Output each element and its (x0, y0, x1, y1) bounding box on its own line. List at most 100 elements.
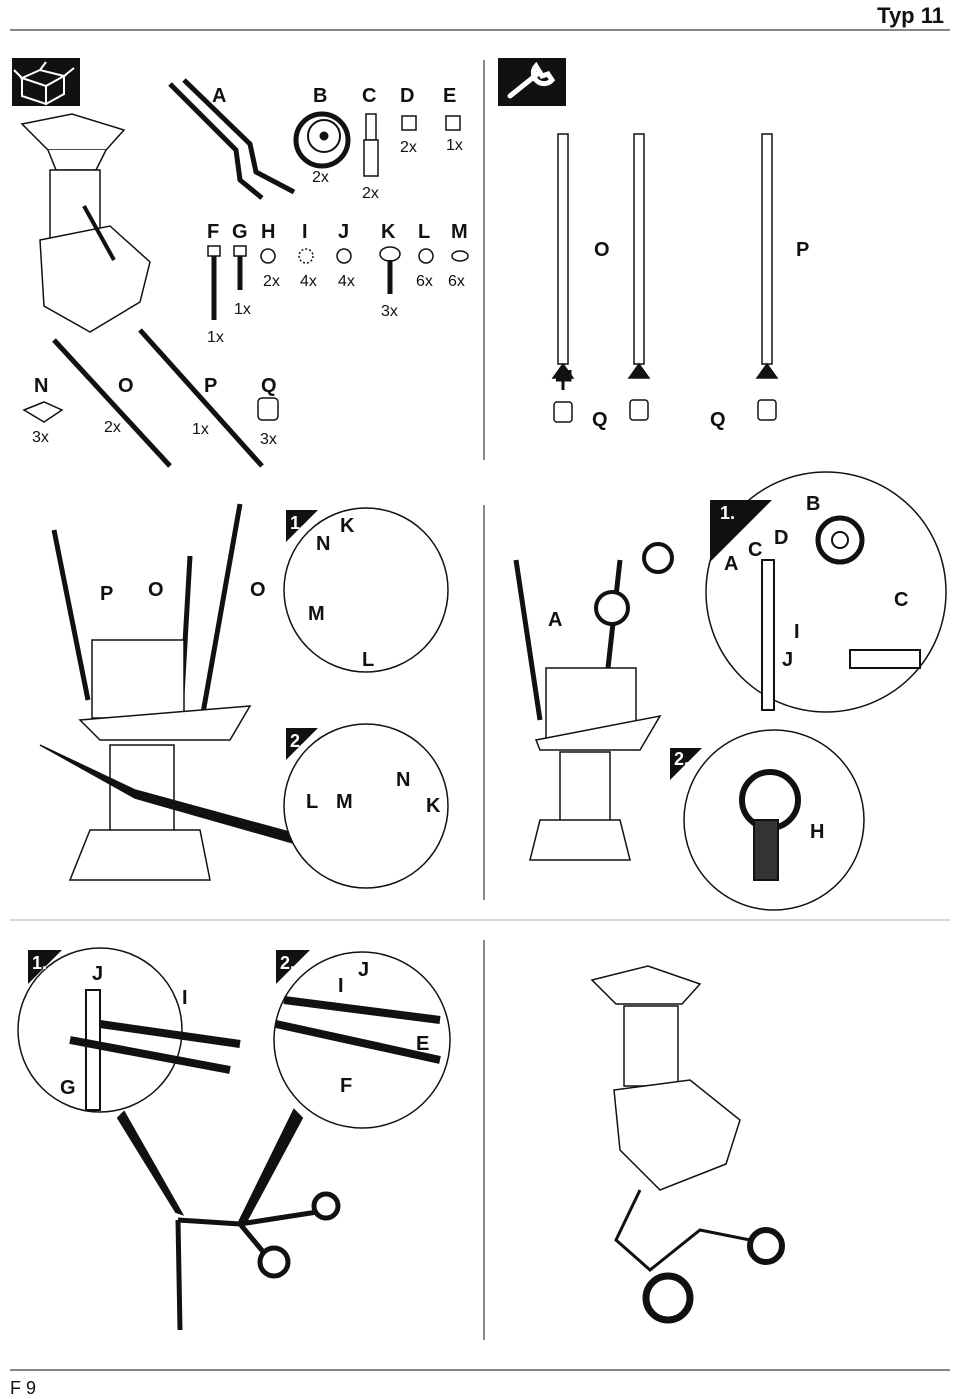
wheel-label-d: D (774, 527, 789, 549)
part-label-l: L (418, 221, 431, 243)
stand-assembly-illustration (39, 503, 301, 881)
tube-o-illustration (52, 338, 172, 468)
tube-label-o: O (594, 239, 610, 261)
count-o: 2x (104, 419, 121, 436)
shredder-body-illustration (20, 113, 151, 333)
count-h: 2x (263, 273, 280, 290)
detail-label-n: N (316, 533, 331, 555)
wheel-label-c: C (748, 539, 763, 561)
axle-c-illustration (363, 113, 379, 177)
nut-j-illustration (336, 248, 352, 264)
part-label-e: E (443, 85, 457, 107)
detail-label-l: L (362, 649, 375, 671)
part-label-k: K (381, 221, 396, 243)
wheel-label-c-right: C (894, 589, 909, 611)
count-l: 6x (416, 273, 433, 290)
step-number-1-bottom: 1. (32, 953, 48, 973)
count-p: 1x (192, 421, 209, 438)
wheel-label-a-detail: A (724, 553, 739, 575)
part-label-c: C (362, 85, 377, 107)
stand-label-o-1: O (148, 579, 164, 601)
detail-label-k: K (340, 515, 355, 537)
frame2-label-i: I (338, 975, 344, 997)
wheel-label-a: A (548, 609, 563, 631)
stand-label-o-2: O (250, 579, 266, 601)
detail2-label-n: N (396, 769, 411, 791)
bolt-g-illustration (233, 245, 247, 257)
wheel-b-illustration (293, 111, 351, 169)
stand-label-p: P (100, 583, 114, 605)
step-number-2-bottom: 2. (280, 953, 296, 973)
detail2-label-m: M (336, 791, 353, 813)
washer-h-illustration (260, 248, 276, 264)
count-c: 2x (362, 185, 379, 202)
bolt-f-illustration (207, 245, 221, 257)
detail-label-m: M (308, 603, 325, 625)
part-label-n: N (34, 375, 49, 397)
spacer-d-illustration (401, 115, 417, 131)
part-label-q: Q (261, 375, 277, 397)
wheel-label-h: H (810, 821, 825, 843)
detail-circle-mid-1 (283, 507, 449, 673)
part-label-f: F (207, 221, 220, 243)
part-label-i: I (302, 221, 308, 243)
nut-l-illustration (418, 248, 434, 264)
wheel-label-b: B (806, 493, 821, 515)
count-g: 1x (234, 301, 251, 318)
count-e: 1x (446, 137, 463, 154)
page-title: Typ 11 (877, 3, 944, 28)
count-j: 4x (338, 273, 355, 290)
frame-label-i: I (182, 987, 188, 1009)
count-q: 3x (260, 431, 277, 448)
step-badge-shape (286, 510, 318, 542)
page-number: F 9 (10, 1378, 37, 1398)
detail2-label-k: K (426, 795, 441, 817)
wrench-icon (498, 58, 566, 106)
cap-q-illustration (257, 397, 279, 421)
step-number-1: 1. (290, 513, 306, 533)
tube-p-illustration (138, 328, 264, 468)
washer-m-illustration (451, 250, 469, 262)
tube-label-p: P (796, 239, 810, 261)
frame-label-g: G (60, 1077, 76, 1099)
count-n: 3x (32, 429, 49, 446)
plate-n-illustration (22, 401, 64, 423)
step-number-2: 2. (290, 731, 306, 751)
part-label-a: A (212, 85, 227, 107)
frame2-label-e: E (416, 1033, 430, 1055)
tubes-assembly-illustration (551, 133, 779, 423)
count-k: 3x (381, 303, 398, 320)
handle-frame-illustration (69, 989, 441, 1331)
part-label-d: D (400, 85, 415, 107)
count-d: 2x (400, 139, 417, 156)
part-label-b: B (313, 85, 328, 107)
part-label-h: H (261, 221, 276, 243)
part-label-p: P (204, 375, 218, 397)
count-b: 2x (312, 169, 329, 186)
cap-label-q-1: Q (592, 409, 608, 431)
part-label-o: O (118, 375, 134, 397)
cap-label-q-2: Q (710, 409, 726, 431)
detail-circle-mid-2 (283, 723, 449, 889)
part-label-j: J (338, 221, 350, 243)
wheel-label-i: I (794, 621, 800, 643)
frame-label-j: J (92, 963, 104, 985)
part-label-m: M (451, 221, 468, 243)
detail2-label-l: L (306, 791, 319, 813)
step-number-2-right: 2. (674, 749, 690, 769)
part-label-g: G (232, 221, 248, 243)
cap-e-illustration (445, 115, 461, 131)
finished-shredder-illustration (590, 965, 785, 1324)
count-m: 6x (448, 273, 465, 290)
wheel-label-j: J (782, 649, 794, 671)
step-number-1-right: 1. (720, 503, 736, 523)
washer-i-illustration (298, 248, 314, 264)
bolt-k-illustration (379, 246, 401, 262)
box-icon (12, 58, 80, 106)
count-f: 1x (207, 329, 224, 346)
count-i: 4x (300, 273, 317, 290)
frame2-label-f: F (340, 1075, 353, 1097)
frame2-label-j: J (358, 959, 370, 981)
wheel-assembly-illustration (513, 542, 674, 861)
